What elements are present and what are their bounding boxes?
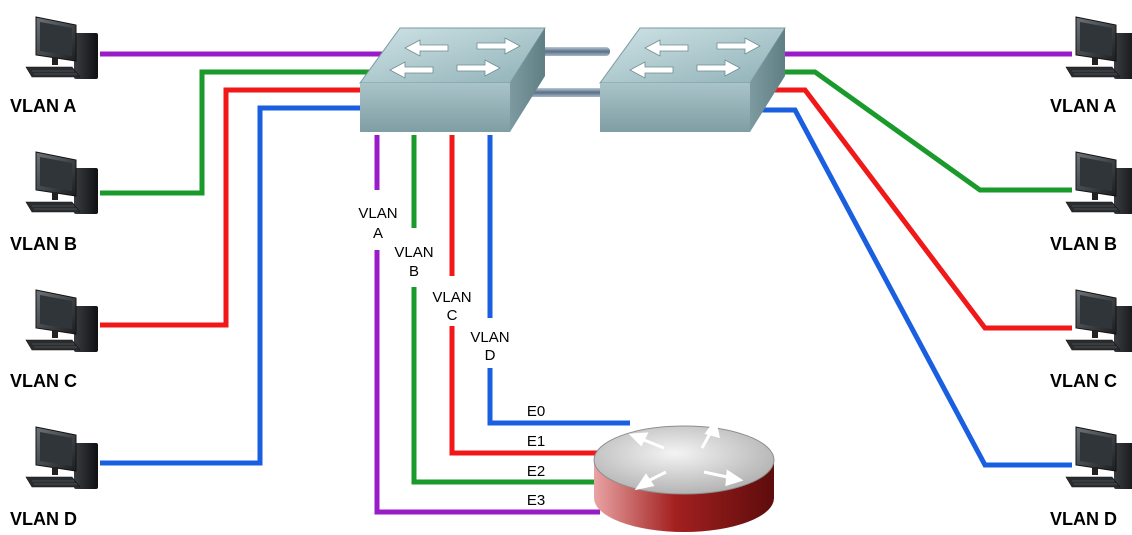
router-port-label-e2: E2	[527, 463, 545, 480]
left-host-label-a: VLAN A	[10, 96, 76, 116]
cable-right-vlan-c	[770, 87, 1072, 331]
left-hosts: VLAN A VLAN B VLAN C VLAN D	[10, 16, 98, 529]
subinterface-tag-line2-2: C	[447, 307, 458, 324]
router-icon	[593, 418, 775, 532]
right-host-d-computer-icon	[1065, 426, 1132, 489]
router-port-label-e0: E0	[527, 403, 545, 420]
subinterface-tag-line1-2: VLAN	[432, 289, 471, 306]
cable-right-vlan-b	[778, 69, 1072, 193]
right-host-label-a: VLAN A	[1050, 96, 1116, 116]
cable-right-vlan-d	[762, 107, 1072, 468]
right-host-c-computer-icon	[1065, 289, 1132, 352]
left-host-c-computer-icon	[25, 289, 98, 352]
right-host-b-computer-icon	[1065, 151, 1132, 214]
cable-left-vlan-d	[100, 105, 362, 466]
cable-router-e3-vlan-a-lower	[374, 250, 600, 515]
cable-left-vlan-c	[100, 87, 370, 328]
right-host-a-computer-icon	[1065, 16, 1132, 79]
subinterface-tag-line1-0: VLAN	[358, 205, 397, 222]
left-host-label-d: VLAN D	[10, 509, 77, 529]
left-switch-icon	[359, 27, 546, 132]
left-host-d-computer-icon	[25, 426, 98, 489]
cable-router-e0-vlan-d-lower	[487, 368, 630, 426]
left-host-b-computer-icon	[25, 151, 98, 214]
right-switch-icon	[599, 27, 786, 132]
cable-router-e1-vlan-c-lower	[449, 326, 608, 456]
subinterface-tag-line2-0: A	[373, 225, 383, 242]
right-host-label-c: VLAN C	[1050, 371, 1117, 391]
subinterface-tag-line1-3: VLAN	[470, 329, 509, 346]
left-host-a-computer-icon	[25, 16, 98, 79]
right-hosts: VLAN A VLAN B VLAN C VLAN D	[1050, 16, 1132, 529]
right-host-label-d: VLAN D	[1050, 509, 1117, 529]
cable-left-vlan-b	[100, 69, 378, 196]
right-host-label-b: VLAN B	[1050, 234, 1117, 254]
subinterface-tag-line2-1: B	[409, 263, 419, 280]
left-host-label-b: VLAN B	[10, 234, 77, 254]
router-port-label-e1: E1	[527, 433, 545, 450]
subinterface-tag-line1-1: VLAN	[394, 244, 433, 261]
router-port-label-e3: E3	[527, 492, 545, 509]
left-host-label-c: VLAN C	[10, 371, 77, 391]
cable-router-e2-vlan-b-lower	[411, 287, 600, 485]
subinterface-tag-line2-3: D	[485, 347, 496, 364]
